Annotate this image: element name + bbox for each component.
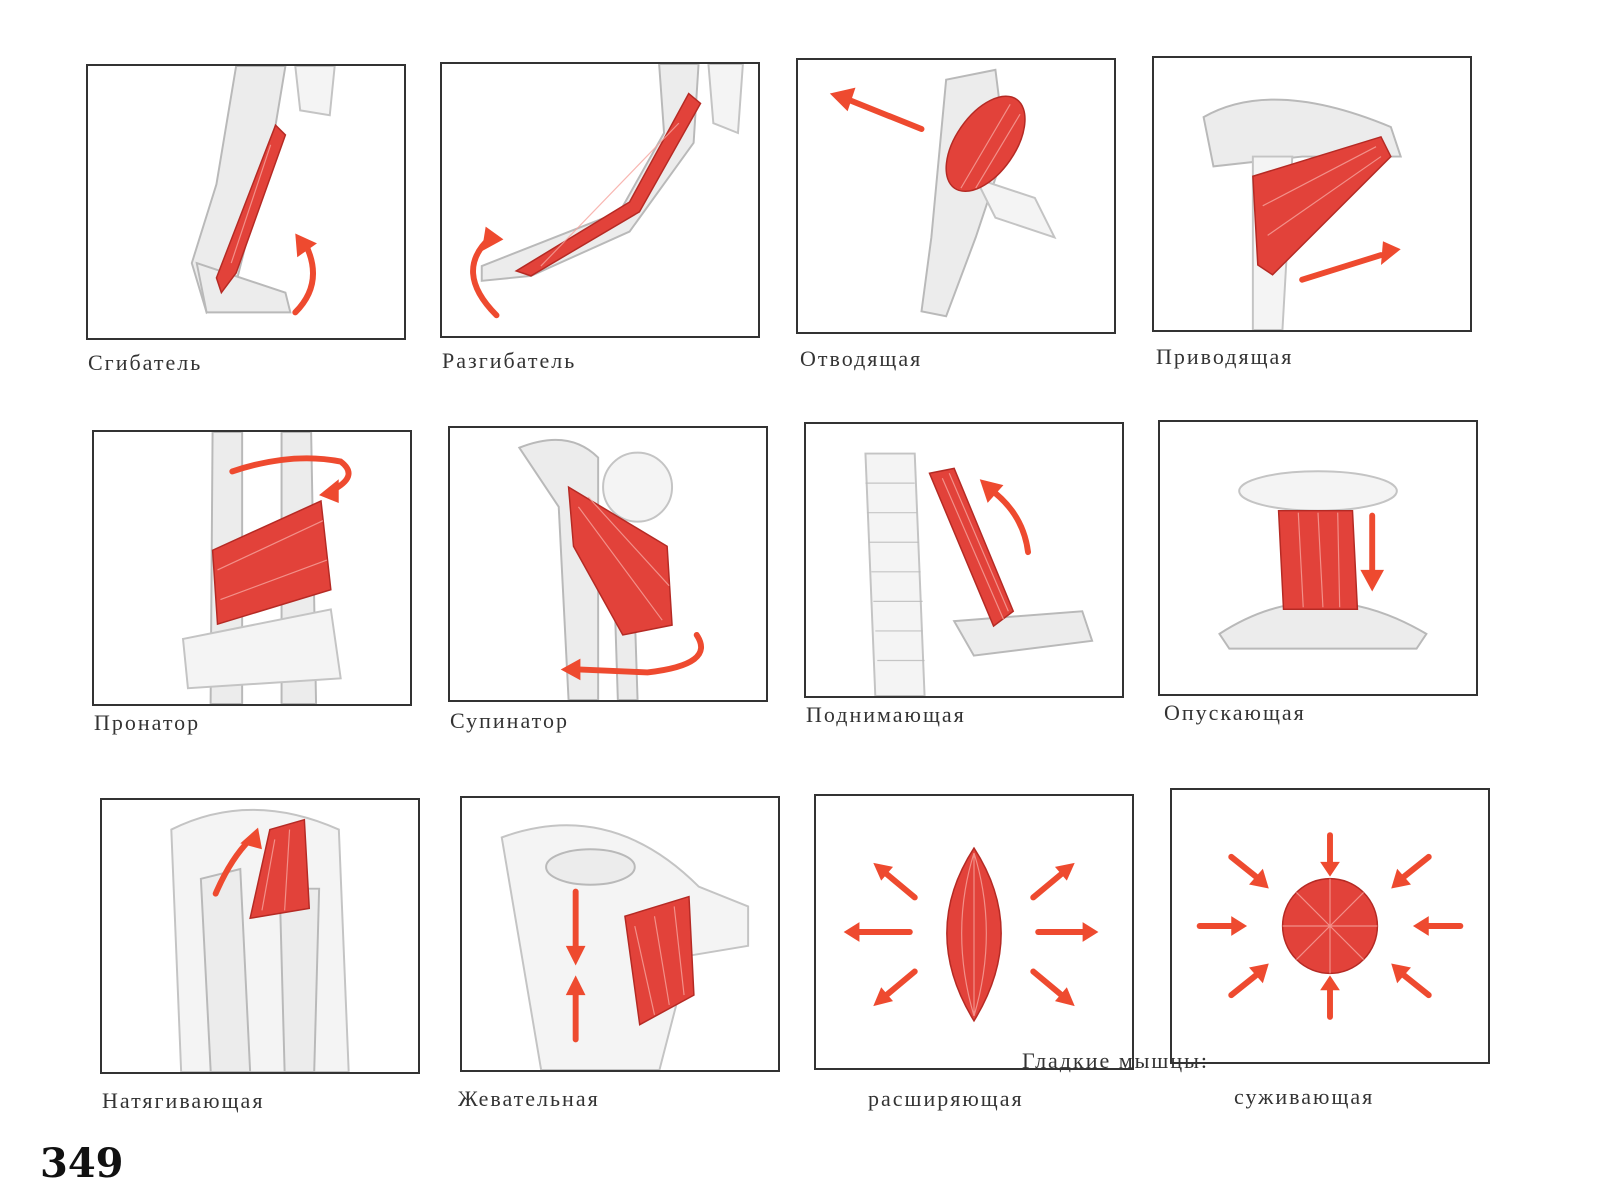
page-number: 349 [40,1140,124,1187]
panel-depressor [1158,420,1478,696]
panel-extensor [440,62,760,338]
panel-adductor [1152,56,1472,332]
caption-levator: Поднимающая [806,702,966,727]
levator-illustration [864,452,1094,696]
panel-pronator [92,430,412,706]
panel-flexor [86,64,406,340]
panel-abductor [796,58,1116,334]
pronator-illustration [181,432,352,704]
masseter-illustration [500,824,750,1070]
adductor-illustration [1202,98,1403,330]
panel-levator [804,422,1124,698]
panel-supinator [448,426,768,702]
dilator-illustration [843,846,1099,1023]
caption-constrictor: суживающая [1234,1084,1375,1109]
caption-supinator: Супинатор [450,708,569,733]
caption-tensor: Натягивающая [102,1088,265,1113]
panel-constrictor [1170,788,1490,1064]
depressor-illustration [1218,470,1428,650]
caption-flexor: Сгибатель [88,350,203,375]
smooth-muscles-title: Гладкие мышцы: [1022,1048,1210,1073]
extensor-illustration [470,64,744,319]
flexor-illustration [190,66,336,316]
panel-dilator [814,794,1134,1070]
caption-masseter: Жевательная [458,1086,600,1111]
caption-depressor: Опускающая [1164,700,1306,725]
panel-masseter [460,796,780,1072]
constrictor-illustration [1196,832,1464,1020]
tensor-illustration [170,808,350,1072]
caption-dilator: расширяющая [868,1086,1024,1111]
caption-abductor: Отводящая [800,346,923,371]
caption-extensor: Разгибатель [442,348,577,373]
caption-pronator: Пронатор [94,710,201,735]
supinator-illustration [517,438,704,700]
panel-tensor [100,798,420,1074]
caption-adductor: Приводящая [1156,344,1294,369]
abductor-illustration [829,68,1057,318]
